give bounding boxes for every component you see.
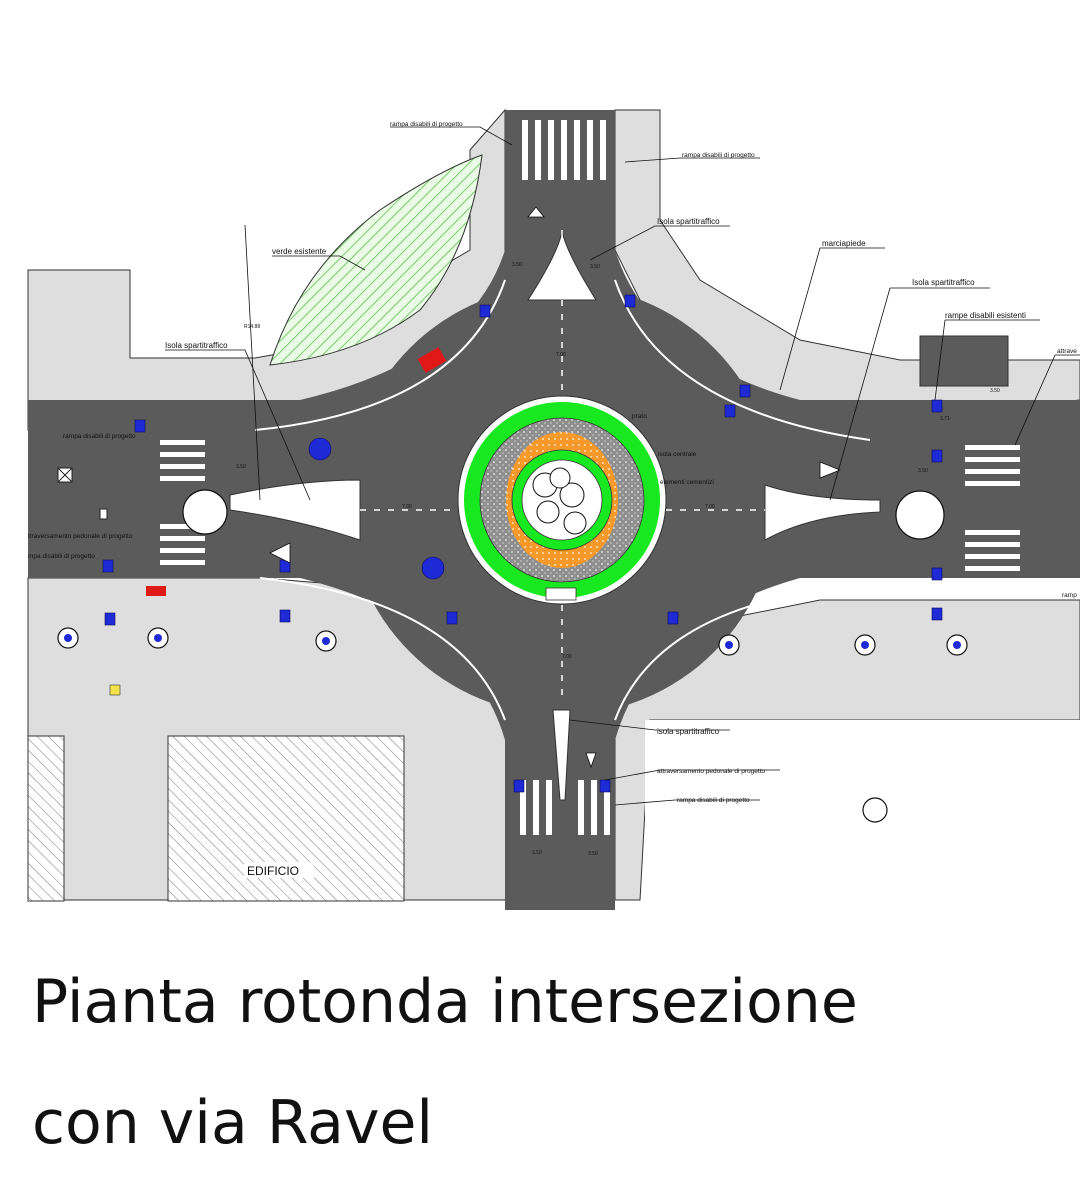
tree-icon — [862, 797, 888, 823]
sign-icon — [102, 559, 114, 573]
dim-ring-top: 7.00 — [556, 352, 566, 358]
caption-line-1: Pianta rotonda intersezione — [32, 967, 858, 1037]
red-markers — [146, 347, 447, 596]
dim-ring-bottom: 7.00 — [562, 654, 572, 660]
dim-ring-left: 7.00 — [402, 504, 412, 510]
sign-icon — [513, 779, 525, 793]
label-prato: prato — [632, 413, 647, 420]
label-attraversamento-left: ttraversamento pedonale di progetto — [28, 533, 133, 540]
dim-right-c: 3.50 — [918, 468, 928, 474]
crosswalk-right — [965, 445, 1020, 571]
curb-lines — [254, 279, 871, 721]
label-edificio: EDIFICIO — [247, 864, 299, 878]
label-isola-left: Isola spartitraffico — [165, 341, 228, 350]
label-isola-top: Isola spartitraffico — [657, 217, 720, 226]
label-isola-right: Isola spartitraffico — [912, 278, 975, 287]
roundabout-plan-drawing: rampa disabili di progetto rampa disabil… — [0, 100, 1080, 910]
sign-icon — [308, 437, 332, 461]
splitter-islands — [229, 229, 881, 801]
leader-lines — [165, 126, 1080, 806]
buildings-bottom-left — [27, 735, 405, 902]
label-marciapiede: marciapiede — [822, 239, 866, 248]
dim-ring-right: 7.00 — [705, 504, 715, 510]
label-ramp-right: ramp — [1062, 592, 1077, 599]
sign-icon — [279, 609, 291, 623]
existing-green-area — [269, 154, 483, 366]
label-rampa-top-right: rampa disabili di progetto — [682, 152, 755, 159]
dim-bottom-right: 3.50 — [588, 851, 598, 857]
label-attraversamento-bottom: attraversamento pedonale di progetto — [657, 768, 765, 775]
sign-icon — [446, 611, 458, 625]
sign-icon — [931, 607, 943, 621]
dim-top-right: 3.50 — [590, 264, 600, 270]
crosswalks — [160, 120, 1020, 835]
label-verde: verde esistente — [272, 247, 327, 256]
sign-icon — [667, 611, 679, 625]
caption-line-2: con via Ravel — [32, 1088, 434, 1158]
label-rampe-esistenti: rampe disabili esistenti — [945, 311, 1026, 320]
central-island — [457, 395, 667, 605]
building-block-right — [919, 335, 1009, 387]
tree-cluster-icon — [532, 467, 587, 535]
tree-icon — [895, 490, 945, 540]
label-elementi-cementizi: elementi cementizi — [660, 479, 714, 486]
sign-icon — [479, 304, 491, 318]
label-rampa-left2: mpa disabili di progetto — [28, 553, 95, 560]
hydrant-marker — [109, 684, 121, 696]
dimension-values: 3.50 3.50 7.00 7.00 7.00 7.00 3.50 3.50 … — [236, 262, 1000, 857]
dim-right-a: 3.50 — [990, 388, 1000, 394]
lane-markings — [360, 230, 765, 700]
sign-icon — [724, 404, 736, 418]
box-icon — [99, 508, 108, 520]
sign-icon — [104, 612, 116, 626]
trees — [182, 489, 945, 823]
annotation-labels: rampa disabili di progetto rampa disabil… — [28, 121, 1077, 878]
sign-icon — [421, 556, 445, 580]
label-rampa-left: rampa disabili di progetto — [63, 433, 136, 440]
label-isola-bottom: isola spartitraffico — [657, 727, 720, 736]
street-trees — [57, 627, 968, 656]
label-radius: R14.88 — [244, 324, 260, 330]
label-rampa-bottom: rampa disabili di progetto — [677, 797, 750, 804]
sign-icon — [931, 399, 943, 413]
label-attrave: attrave — [1057, 348, 1077, 355]
dim-bottom-left: 3.50 — [532, 850, 542, 856]
sign-icon — [134, 419, 146, 433]
label-rampa-top: rampa disabili di progetto — [390, 121, 463, 128]
sign-icon — [624, 294, 636, 308]
crosswalk-bottom — [520, 780, 610, 835]
sign-icon — [931, 567, 943, 581]
yield-signs — [269, 206, 842, 769]
crosswalk-left — [160, 440, 205, 565]
sign-icon — [599, 779, 611, 793]
crosswalk-top — [522, 120, 606, 180]
dim-left: 3.50 — [236, 464, 246, 470]
dim-top-left: 3.50 — [512, 262, 522, 268]
sign-icon — [739, 384, 751, 398]
traffic-signs — [102, 294, 943, 793]
tree-icon — [182, 489, 228, 535]
label-isola-centrale: isola centrale — [658, 451, 697, 458]
dim-right-b: 3.71 — [940, 416, 950, 422]
sign-icon — [931, 449, 943, 463]
